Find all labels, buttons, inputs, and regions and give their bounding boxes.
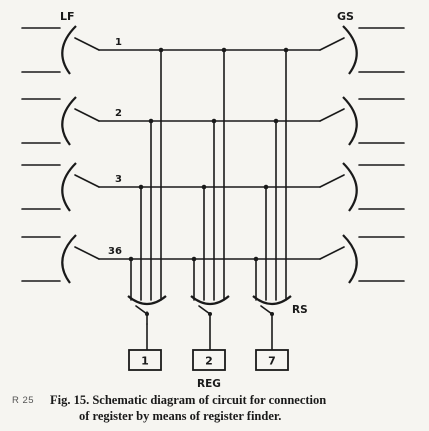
lf-label: LF	[60, 10, 75, 23]
caption-line-1: Fig. 15. Schematic diagram of circuit fo…	[50, 393, 327, 407]
row-line-3	[21, 162, 405, 212]
register-box-7: 7	[255, 349, 289, 371]
rs-label: RS	[292, 304, 308, 316]
register-box-1: 1	[128, 349, 162, 371]
line-label-2: 2	[115, 108, 122, 119]
register-box-2: 2	[192, 349, 226, 371]
register-label-2: 2	[205, 355, 213, 368]
register-label-7: 7	[268, 355, 276, 368]
row-line-2	[21, 96, 405, 146]
gs-label: GS	[337, 10, 354, 23]
line-label-1: 1	[115, 37, 122, 48]
caption-line-2: of register by means of register finder.	[79, 409, 282, 423]
vertical-wires	[130, 49, 287, 301]
register-switch-2	[190, 295, 230, 351]
row-line-1	[21, 25, 405, 75]
register-label-1: 1	[141, 355, 149, 368]
register-switch-1	[127, 295, 167, 351]
register-switch-7	[252, 295, 292, 351]
line-label-36: 36	[108, 246, 122, 257]
reg-label: REG	[197, 378, 221, 390]
row-line-36	[21, 234, 405, 284]
line-label-3: 3	[115, 174, 122, 185]
figure-reference: R 25	[12, 395, 35, 406]
